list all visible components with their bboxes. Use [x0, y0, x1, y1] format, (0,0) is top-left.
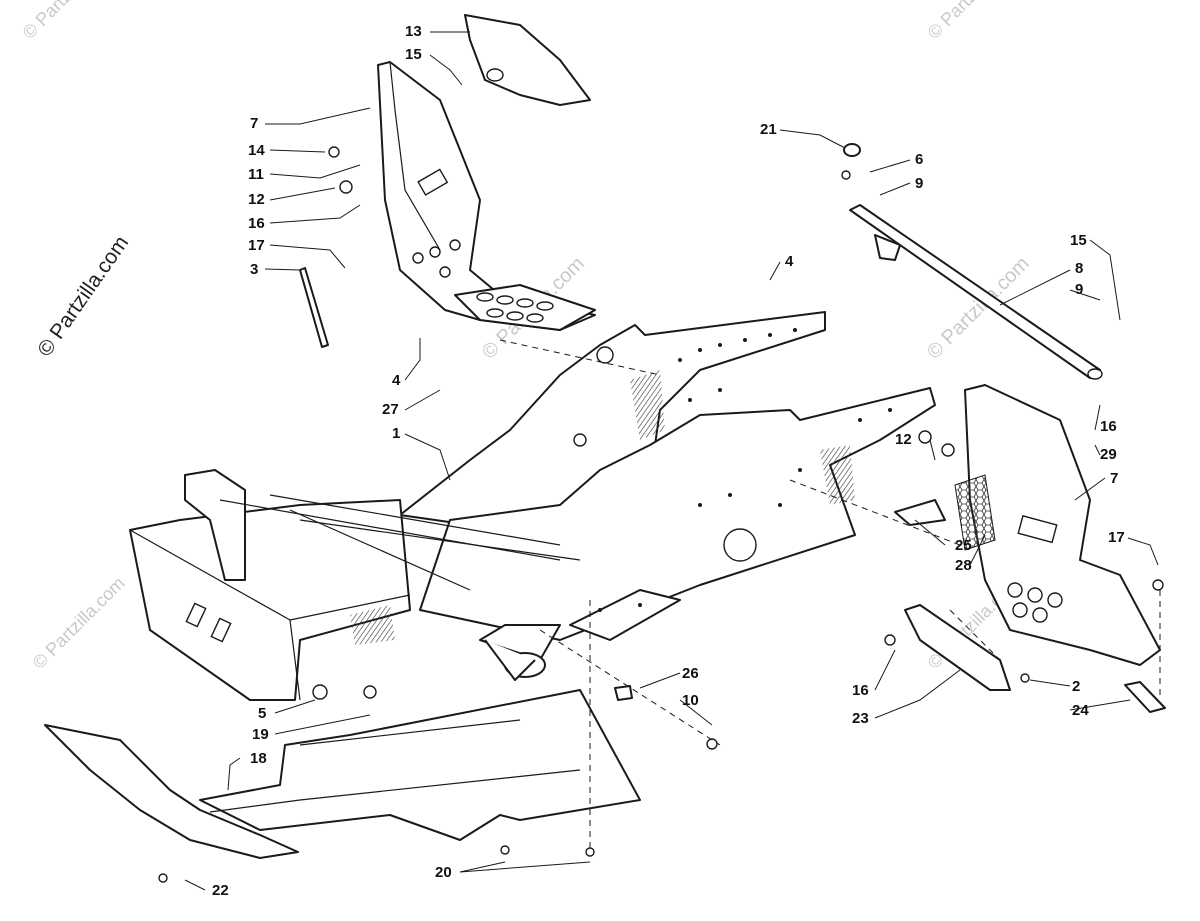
watermark: © Partzilla.com: [29, 573, 129, 673]
callout-21: 21: [760, 121, 777, 138]
callout-13: 13: [405, 23, 422, 40]
callout-10: 10: [682, 692, 699, 709]
right-footrest: [843, 143, 1166, 713]
callout-24: 24: [1072, 702, 1089, 719]
callout-19: 19: [252, 726, 269, 743]
callout-17: 17: [248, 237, 265, 254]
callout-29: 29: [1100, 446, 1117, 463]
fasteners: [158, 146, 1164, 883]
callout-15: 15: [1070, 232, 1087, 249]
callout-28: 28: [955, 557, 972, 574]
callout-15: 15: [405, 46, 422, 63]
callout-4: 4: [392, 372, 401, 389]
callout-7: 7: [250, 115, 258, 132]
callout-16: 16: [1100, 418, 1117, 435]
callout-23: 23: [852, 710, 869, 727]
callout-2: 2: [1072, 678, 1080, 695]
alignment-lines: [499, 339, 1161, 850]
callout-3: 3: [250, 261, 258, 278]
callout-17: 17: [1108, 529, 1125, 546]
callout-1: 1: [392, 425, 400, 442]
skid-plate: [44, 724, 299, 859]
callout-7: 7: [1110, 470, 1118, 487]
callout-27: 27: [382, 401, 399, 418]
callout-9: 9: [915, 175, 923, 192]
watermark: © Partzilla.com: [19, 0, 119, 43]
callout-25: 25: [955, 537, 972, 554]
watermark: © Partzilla.com: [924, 0, 1024, 43]
left-footrest: [299, 14, 596, 348]
callout-9: 9: [1075, 281, 1083, 298]
leader-lines: [184, 31, 1159, 891]
footrest-holes: [476, 292, 554, 323]
callout-16: 16: [852, 682, 869, 699]
brand-watermark: © Partzilla.com: [33, 232, 133, 361]
callout-22: 22: [212, 882, 229, 899]
callout-4: 4: [785, 253, 794, 270]
callout-labels: 13 15 7 14 11 12 16 17 3 4 27 1 21 6 9 4…: [212, 23, 1125, 899]
callout-12: 12: [248, 191, 265, 208]
callout-18: 18: [250, 750, 267, 767]
callout-26: 26: [682, 665, 699, 682]
callout-11: 11: [248, 166, 264, 183]
rivet-holes: [598, 328, 892, 612]
callout-20: 20: [435, 864, 452, 881]
callout-12: 12: [895, 431, 912, 448]
belly-pan: [199, 689, 641, 841]
main-frame: [129, 311, 936, 701]
callout-8: 8: [1075, 260, 1083, 277]
callout-14: 14: [248, 142, 265, 159]
callout-6: 6: [915, 151, 923, 168]
callout-5: 5: [258, 705, 266, 722]
callout-16: 16: [248, 215, 265, 232]
